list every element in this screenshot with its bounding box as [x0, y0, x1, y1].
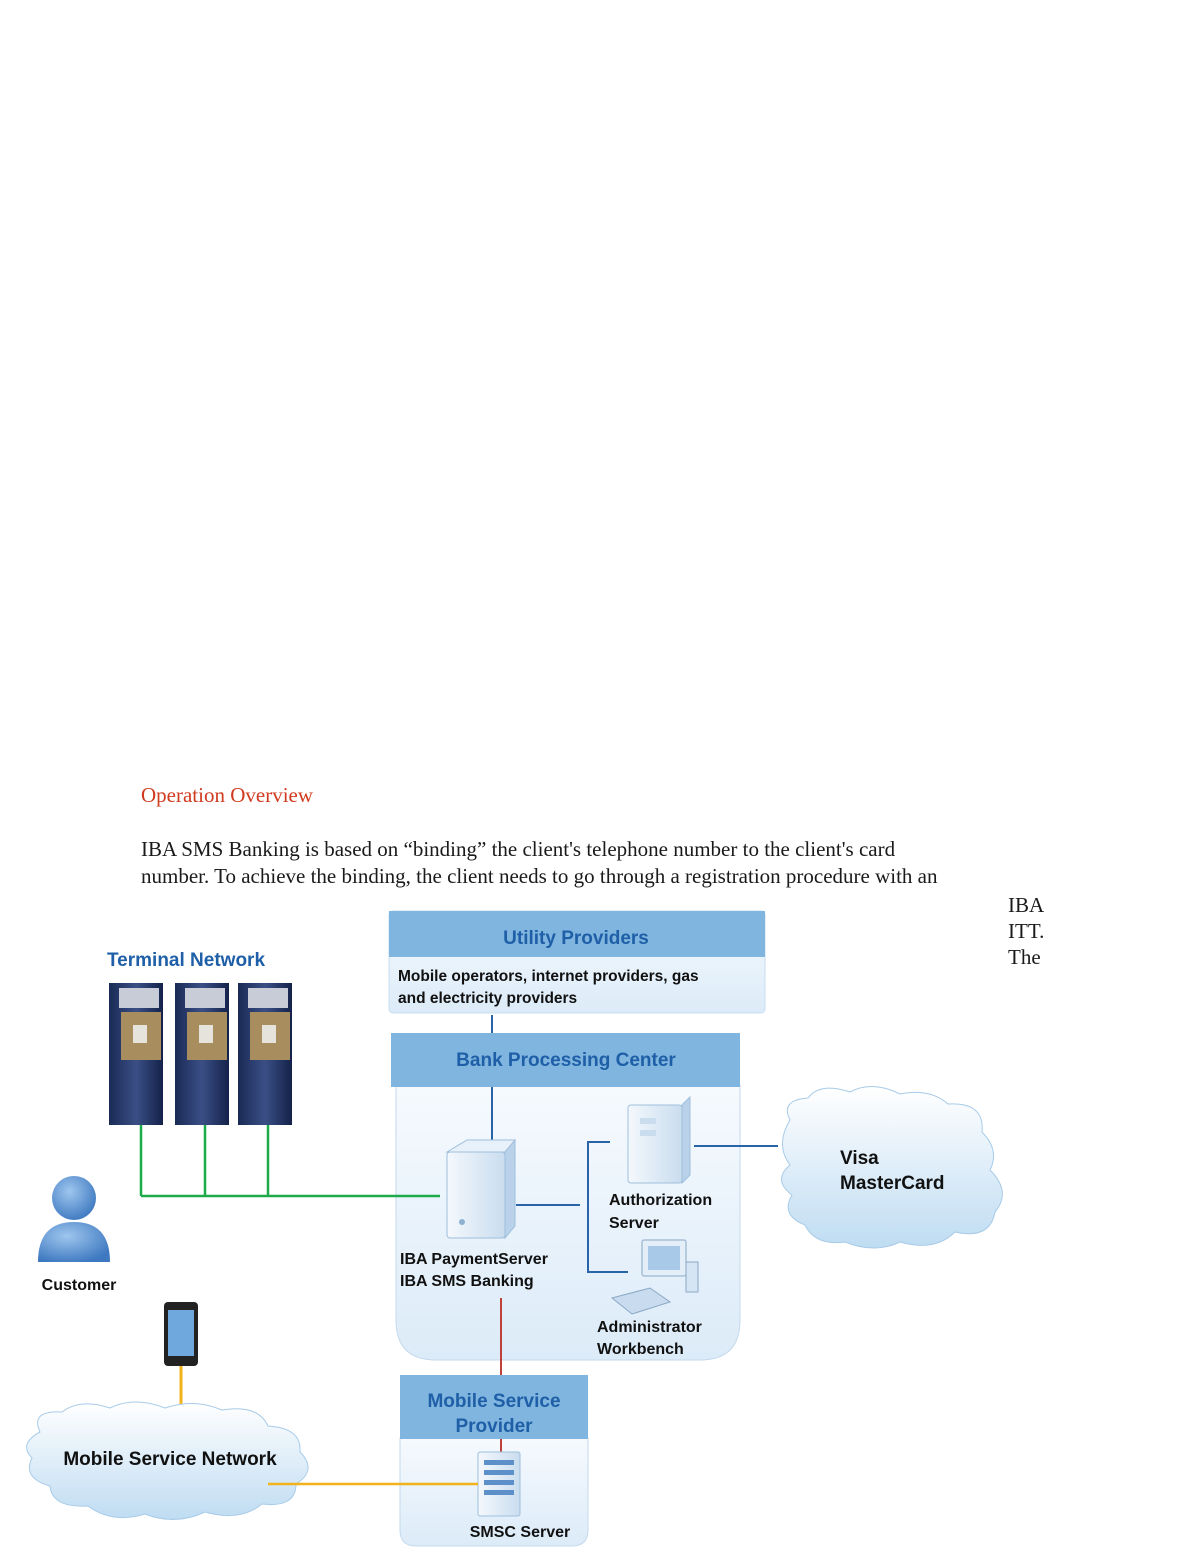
smsc-server-label: SMSC Server [470, 1524, 571, 1541]
paragraph-line-2: number. To achieve the binding, the clie… [141, 864, 938, 888]
utility-providers-panel: Utility Providers Mobile operators, inte… [388, 910, 766, 1014]
paragraph-fragment-iba: IBA [1008, 893, 1045, 917]
section-heading: Operation Overview [141, 783, 314, 807]
visa-label: Visa [840, 1148, 879, 1169]
payment-server-label-2: IBA SMS Banking [400, 1273, 534, 1290]
paragraph-fragment-the: The [1008, 945, 1041, 969]
utility-providers-desc-1: Mobile operators, internet providers, ga… [398, 968, 699, 985]
mobile-service-network-label: Mobile Service Network [63, 1449, 277, 1470]
mastercard-label: MasterCard [840, 1173, 945, 1194]
bank-processing-center-title: Bank Processing Center [456, 1050, 676, 1071]
administrator-workbench-label-2: Workbench [597, 1341, 684, 1358]
customer-label: Customer [42, 1277, 117, 1294]
terminal-network-links [139, 1125, 440, 1198]
payment-server-icon [445, 1138, 517, 1240]
smsc-server-icon [477, 1451, 521, 1517]
payment-kiosk-icon [238, 983, 292, 1125]
authorization-server-label-2: Server [609, 1215, 659, 1232]
utility-providers-desc-2: and electricity providers [398, 990, 577, 1007]
mobile-phone-icon [164, 1302, 198, 1366]
administrator-workbench-label-1: Administrator [597, 1319, 702, 1336]
payment-server-label-1: IBA PaymentServer [400, 1251, 548, 1268]
card-networks-cloud [781, 1086, 1003, 1249]
payment-kiosk-icon [175, 983, 229, 1125]
paragraph-fragment-itt: ITT. [1008, 919, 1045, 943]
mobile-service-provider-title-2: Provider [455, 1416, 533, 1437]
authorization-server-icon [627, 1095, 691, 1185]
terminal-network-title: Terminal Network [107, 950, 265, 971]
customer-person-icon [38, 1176, 110, 1262]
utility-providers-title: Utility Providers [503, 928, 649, 949]
authorization-server-label-1: Authorization [609, 1192, 712, 1209]
paragraph-line-1: IBA SMS Banking is based on “binding” th… [141, 837, 896, 861]
payment-kiosk-icon [109, 983, 163, 1125]
administrator-workstation-icon [610, 1239, 699, 1315]
mobile-service-provider-title-1: Mobile Service [427, 1391, 560, 1412]
